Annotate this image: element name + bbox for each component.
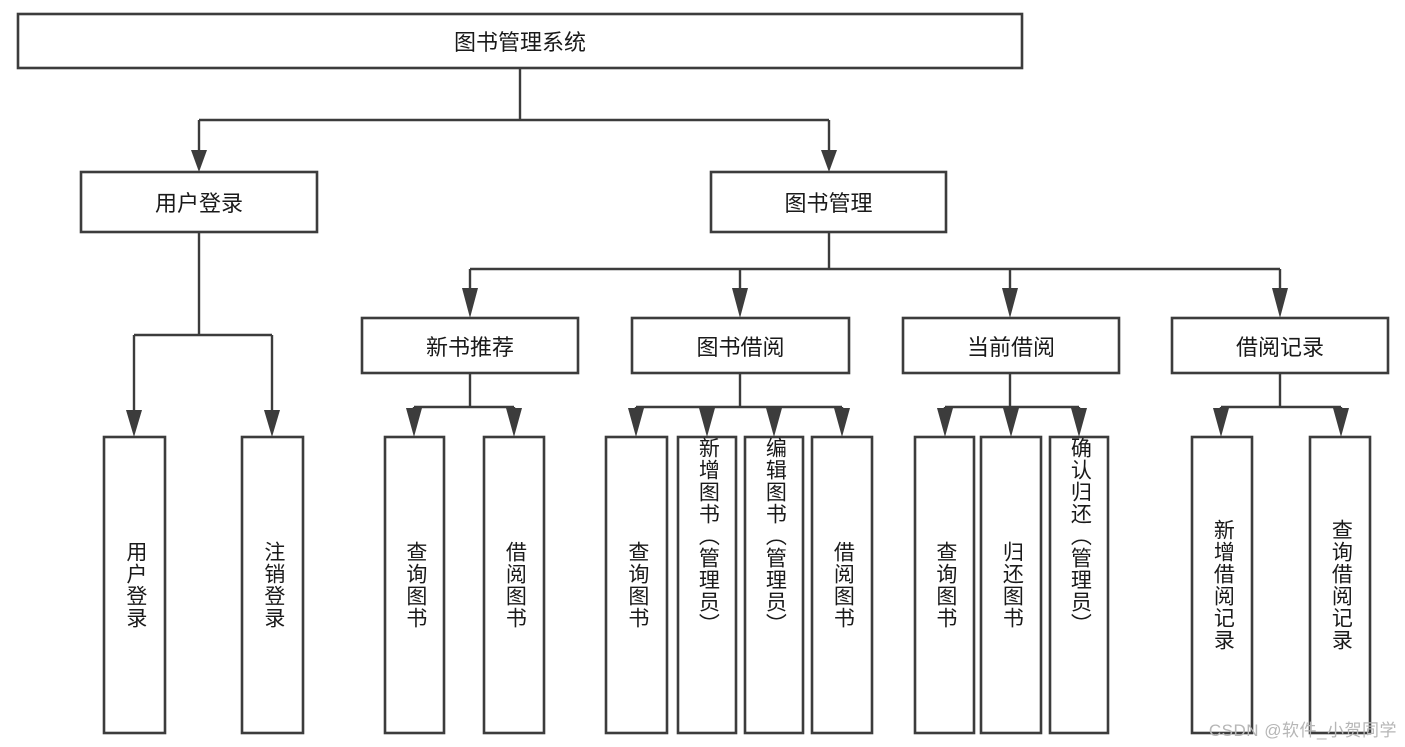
watermark-text: CSDN @软件_小贺同学	[1208, 721, 1397, 740]
node-borrow-box[interactable]	[630, 316, 851, 375]
node-new-books-box[interactable]	[360, 316, 580, 375]
arrow-to-user-login	[191, 150, 207, 172]
arrow-to-new-books	[462, 288, 478, 318]
arrow-borrow-leaf-2	[699, 408, 715, 437]
arrow-user-login-leaf-1	[126, 410, 142, 437]
node-borrow-records-box[interactable]	[1170, 316, 1390, 375]
arrow-to-book-mgmt	[821, 150, 837, 172]
arrow-current-borrow-leaf-3	[1071, 408, 1087, 437]
leaf-box-search-book-current[interactable]	[913, 435, 976, 735]
leaf-box-search-book-newbooks[interactable]	[383, 435, 446, 735]
node-root-box[interactable]	[16, 12, 1024, 70]
leaf-box-borrow-book-newbooks[interactable]	[482, 435, 546, 735]
leaf-box-edit-book-admin[interactable]	[743, 435, 805, 735]
arrow-new-books-leaf-1	[406, 408, 422, 437]
arrow-borrow-records-leaf-1	[1213, 408, 1229, 437]
arrow-to-borrow-records	[1272, 288, 1288, 318]
arrow-to-current-borrow	[1002, 288, 1018, 318]
leaf-box-borrow-book-borrow[interactable]	[810, 435, 874, 735]
arrow-borrow-leaf-3	[766, 408, 782, 437]
arrow-to-borrow	[732, 288, 748, 318]
arrow-current-borrow-leaf-2	[1003, 408, 1019, 437]
leaf-box-search-book-borrow[interactable]	[604, 435, 669, 735]
arrow-user-login-leaf-2	[264, 410, 280, 437]
leaf-box-confirm-return-admin[interactable]	[1048, 435, 1110, 735]
arrow-borrow-leaf-4	[834, 408, 850, 437]
leaf-box-return-book[interactable]	[979, 435, 1043, 735]
leaf-box-add-borrow-record[interactable]	[1190, 435, 1254, 735]
arrow-borrow-leaf-1	[628, 408, 644, 437]
node-book-mgmt-box[interactable]	[709, 170, 948, 234]
arrow-new-books-leaf-2	[506, 408, 522, 437]
leaf-box-add-book-admin[interactable]	[676, 435, 738, 735]
node-user-login-box[interactable]	[79, 170, 319, 234]
leaf-box-logout[interactable]	[240, 435, 305, 735]
node-current-borrow-box[interactable]	[901, 316, 1121, 375]
leaf-box-search-borrow-record[interactable]	[1308, 435, 1372, 735]
arrow-current-borrow-leaf-1	[937, 408, 953, 437]
arrow-borrow-records-leaf-2	[1333, 408, 1349, 437]
leaf-box-user-login[interactable]	[102, 435, 167, 735]
